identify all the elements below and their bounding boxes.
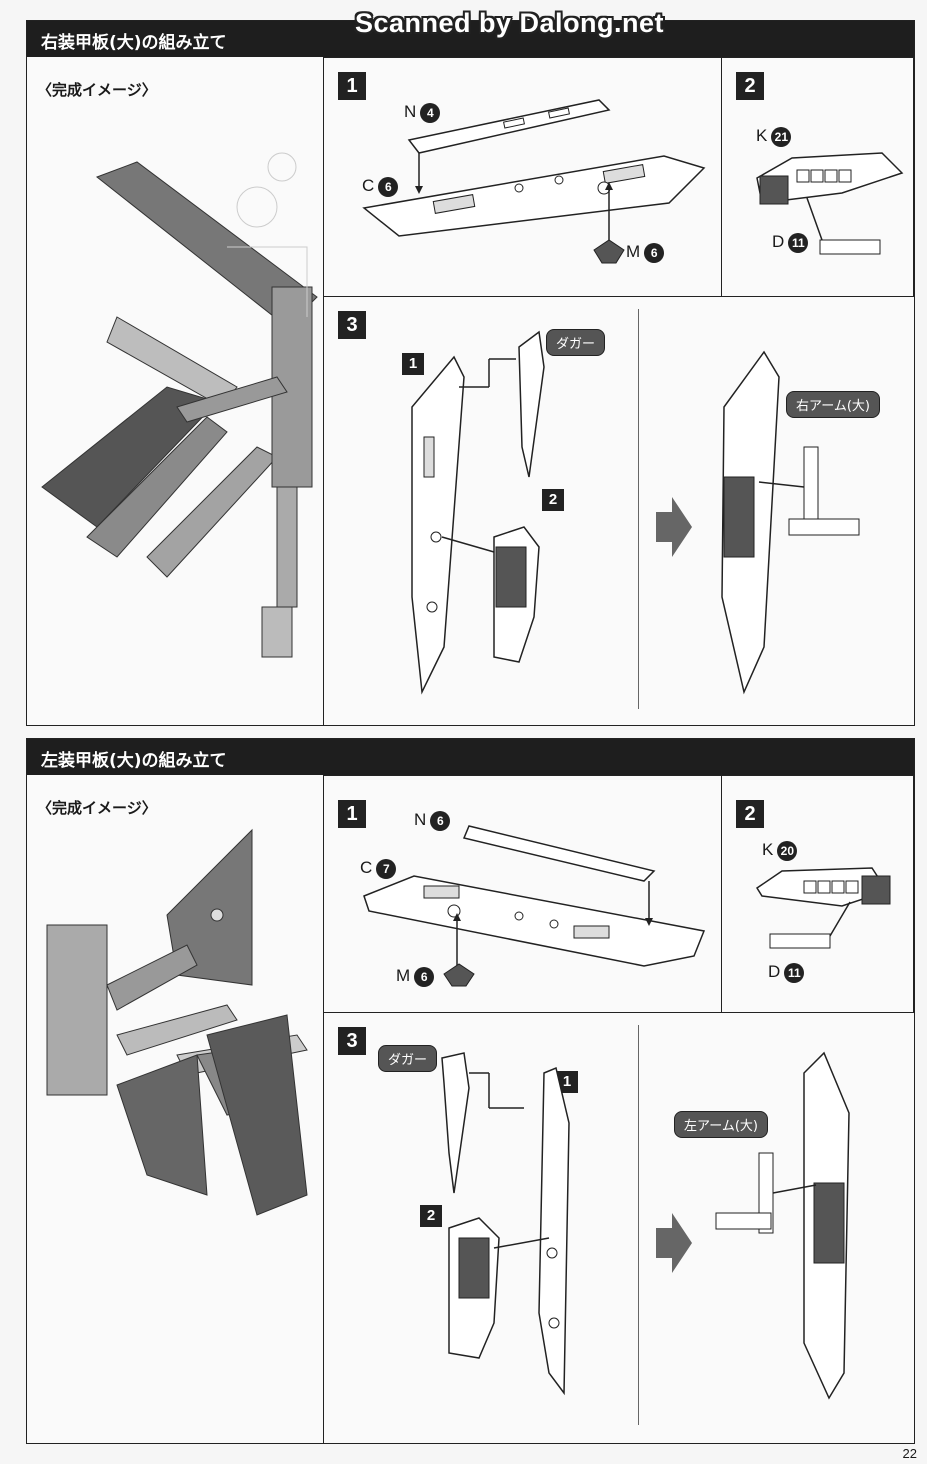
step-divider	[638, 309, 639, 709]
step-number: 3	[338, 311, 366, 339]
substep-2: 2	[542, 489, 564, 511]
dagger-tag: ダガー	[378, 1045, 438, 1072]
arm-tag: 左アーム(大)	[674, 1111, 768, 1138]
watermark: Scanned by Dalong.net	[355, 8, 665, 38]
step-number: 2	[736, 800, 764, 828]
step3-diagram	[441, 1051, 850, 1400]
completion-panel: 〈完成イメージ〉	[27, 775, 324, 1443]
substep-1: 1	[402, 353, 424, 375]
step2-diagram	[756, 152, 904, 255]
completion-label: 〈完成イメージ〉	[37, 81, 157, 99]
completion-figure	[41, 152, 318, 658]
step3-panel: 3 1 2 ダガー 左アーム(大)	[323, 1012, 914, 1443]
step1-diagram	[362, 99, 706, 264]
step-number: 1	[338, 800, 366, 828]
section-title: 左装甲板(大)の組み立て	[41, 751, 227, 771]
section-header: 右装甲板(大)の組み立て	[27, 21, 914, 57]
step-number: 3	[338, 1027, 366, 1055]
step1-diagram	[363, 825, 706, 987]
step-number: 2	[736, 72, 764, 100]
dagger-tag: ダガー	[546, 329, 606, 356]
arm-tag: 右アーム(大)	[786, 391, 880, 418]
page-number: 22	[902, 1446, 917, 1461]
substep-1: 1	[556, 1071, 578, 1093]
step-number: 1	[338, 72, 366, 100]
step3-panel: 3 1 2 ダガー 右アーム(大)	[323, 296, 914, 725]
step-divider	[638, 1025, 639, 1425]
step3-diagram	[411, 330, 860, 695]
step2-diagram	[755, 867, 891, 949]
section-title: 右装甲板(大)の組み立て	[41, 33, 227, 53]
completion-label: 〈完成イメージ〉	[37, 799, 157, 817]
section-header: 左装甲板(大)の組み立て	[27, 739, 914, 775]
completion-panel: 〈完成イメージ〉	[27, 57, 324, 725]
substep-2: 2	[420, 1205, 442, 1227]
completion-figure	[46, 828, 308, 1216]
